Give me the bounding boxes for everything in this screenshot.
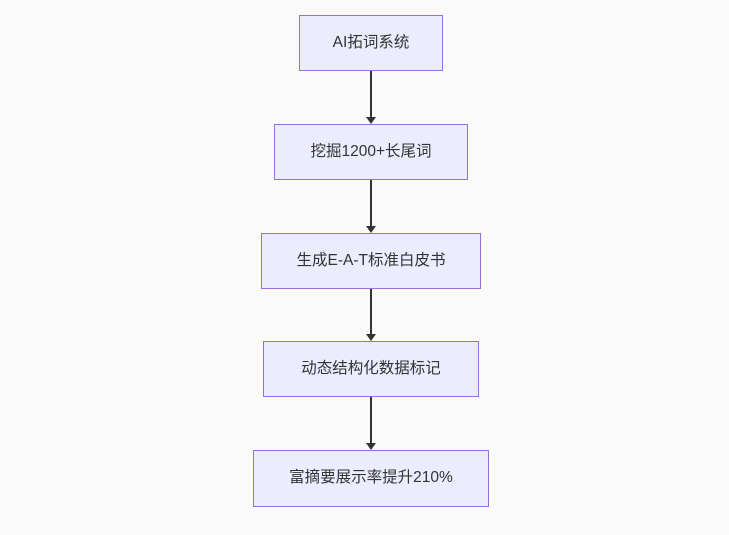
arrow-line xyxy=(370,71,372,118)
arrow-head xyxy=(366,226,376,233)
flowchart-node-rich-snippet-uplift: 富摘要展示率提升210% xyxy=(253,450,489,507)
flowchart-node-ai-expansion-system: AI拓词系统 xyxy=(299,15,443,71)
arrow-head xyxy=(366,443,376,450)
flow-arrow-3 xyxy=(365,289,377,341)
node-label: 动态结构化数据标记 xyxy=(301,359,441,377)
node-label: 挖掘1200+长尾词 xyxy=(310,142,432,160)
flowchart-node-structured-data-markup: 动态结构化数据标记 xyxy=(263,341,479,397)
flowchart-node-eat-whitepaper: 生成E-A-T标准白皮书 xyxy=(261,233,481,289)
arrow-head xyxy=(366,334,376,341)
arrow-line xyxy=(370,180,372,227)
node-label: 富摘要展示率提升210% xyxy=(289,469,453,487)
node-label: AI拓词系统 xyxy=(332,33,410,51)
flow-arrow-4 xyxy=(365,397,377,450)
flowchart-node-longtail-keywords: 挖掘1200+长尾词 xyxy=(274,124,468,180)
arrow-line xyxy=(370,289,372,335)
flow-arrow-2 xyxy=(365,180,377,233)
node-label: 生成E-A-T标准白皮书 xyxy=(296,251,446,269)
arrow-line xyxy=(370,397,372,444)
flow-arrow-1 xyxy=(365,71,377,124)
arrow-head xyxy=(366,117,376,124)
